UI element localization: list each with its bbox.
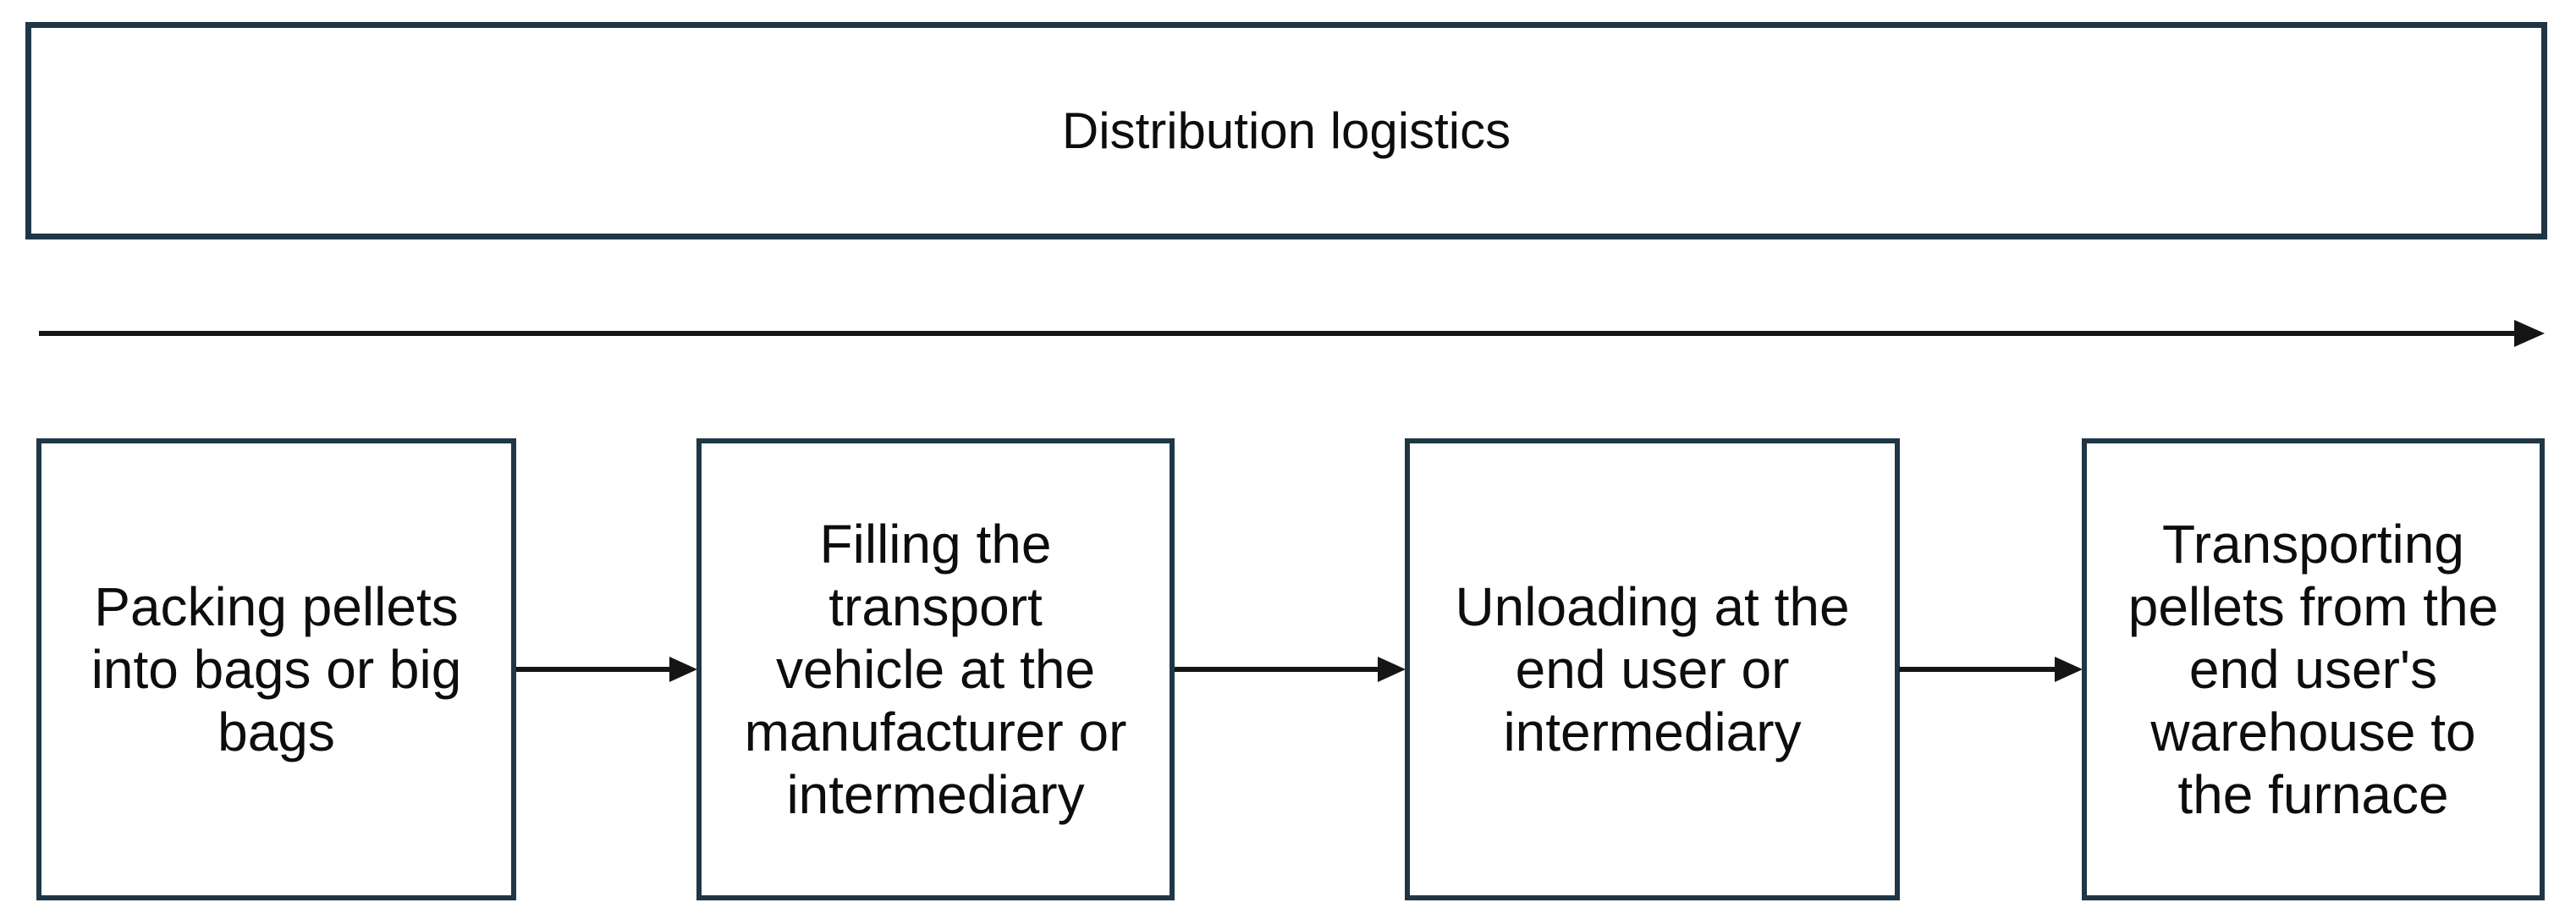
step-label: Filling the transport vehicle at the man… — [744, 514, 1127, 825]
connector-arrow-icon — [516, 657, 697, 682]
step-box-filling-vehicle: Filling the transport vehicle at the man… — [696, 438, 1175, 900]
step-label: Unloading at the end user or intermediar… — [1455, 576, 1850, 762]
diagram-title: Distribution logistics — [1061, 102, 1511, 159]
step-box-packing: Packing pellets into bags or big bags — [36, 438, 516, 900]
step-box-transporting-to-furnace: Transporting pellets from the end user's… — [2082, 438, 2545, 900]
step-label: Packing pellets into bags or big bags — [91, 576, 462, 762]
timeline-arrow-icon — [39, 320, 2545, 347]
step-label: Transporting pellets from the end user's… — [2127, 514, 2499, 825]
connector-arrow-icon — [1175, 657, 1406, 682]
step-box-unloading: Unloading at the end user or intermediar… — [1405, 438, 1900, 900]
title-banner-box: Distribution logistics — [25, 22, 2547, 239]
connector-arrow-icon — [1899, 657, 2083, 682]
